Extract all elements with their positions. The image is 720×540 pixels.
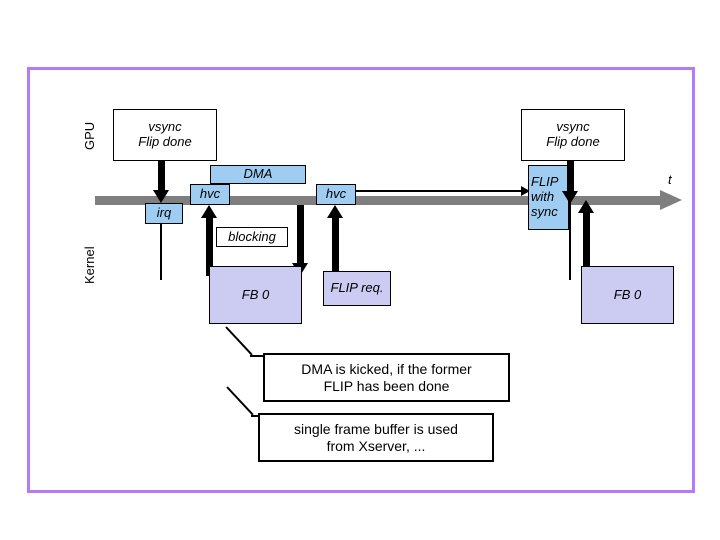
fb0-box-left: FB 0: [209, 266, 302, 324]
irq-label: irq: [156, 205, 172, 221]
flip-with-sync-line2: with: [531, 189, 555, 205]
hvc-box-second: hvc: [316, 184, 356, 205]
fb0-box-right: FB 0: [581, 266, 674, 324]
lane-label-gpu: GPU: [82, 121, 97, 150]
fb0-label-left: FB 0: [241, 286, 270, 302]
time-axis-label: t: [668, 172, 672, 187]
callout-framebuffer-box: single frame buffer is used from Xserver…: [258, 413, 494, 462]
callout-dma-line1: DMA is kicked, if the former: [301, 361, 472, 378]
vsync-label-left-line1: vsync: [148, 119, 182, 135]
flip-done-label-left-line2: Flip done: [138, 134, 192, 149]
flip-request-line: [356, 190, 523, 192]
flip-request-arrowhead: [521, 186, 530, 196]
irq-thread-line: [160, 224, 162, 280]
callout-framebuffer-line2: from Xserver, ...: [326, 437, 426, 454]
hvc-label-second: hvc: [325, 186, 347, 202]
flip-req-label: FLIP req.: [330, 280, 384, 296]
lane-label-kernel: Kernel: [82, 246, 97, 284]
time-axis-arrowhead: [660, 190, 682, 210]
dma-box: DMA: [210, 165, 306, 184]
time-axis-bar: [95, 196, 662, 205]
hvc-label-first: hvc: [199, 186, 221, 202]
slide-frame: [27, 67, 695, 493]
vsync-flip-done-box-left: vsync Flip done: [113, 109, 217, 161]
flip-req-box: FLIP req.: [323, 271, 391, 306]
hvc-box-first: hvc: [190, 184, 230, 205]
flip-done-label-right-line2: Flip done: [546, 134, 600, 149]
vsync-flip-done-box-right: vsync Flip done: [521, 109, 625, 161]
flip-done-thread-line: [569, 196, 571, 280]
vsync-label-right-line1: vsync: [556, 119, 590, 135]
flip-with-sync-line3: sync: [531, 203, 558, 219]
callout-dma-box: DMA is kicked, if the former FLIP has be…: [263, 353, 510, 402]
callout-dma-leader-horizontal: [250, 355, 264, 357]
blocking-label: blocking: [228, 228, 276, 244]
flip-with-sync-line1: FLIP: [531, 174, 559, 190]
callout-dma-line2: FLIP has been done: [323, 377, 450, 394]
callout-framebuffer-line1: single frame buffer is used: [294, 421, 458, 438]
blocking-box: blocking: [216, 227, 288, 247]
fb0-label-right: FB 0: [613, 286, 642, 302]
irq-box: irq: [145, 203, 183, 224]
dma-label: DMA: [243, 166, 273, 182]
